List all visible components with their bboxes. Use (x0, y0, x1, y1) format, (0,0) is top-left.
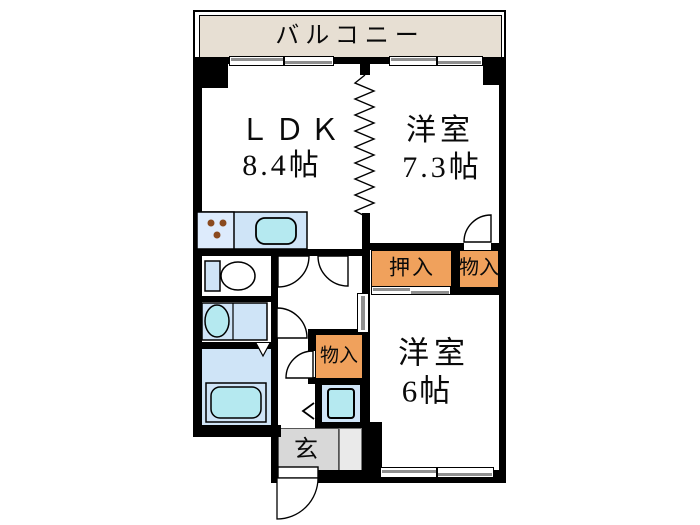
washer-door-arrow-icon (301, 402, 315, 420)
genkan-label: 玄 (294, 437, 318, 463)
wall-left (193, 57, 202, 437)
wall-oshiire-top-hinge (491, 243, 499, 250)
bathroom-floor (202, 349, 271, 425)
accordion-partition-icon (353, 74, 376, 217)
wall-kitchen (193, 249, 370, 256)
balcony-label: バルコニー (275, 23, 425, 49)
west6-size-label: 6帖 (401, 373, 453, 409)
wall-genkan-right-block (362, 422, 382, 472)
ldk-size-label: 8.4帖 (242, 149, 322, 182)
wall-oshiire-top (370, 243, 464, 250)
monoire-lower-door-leaf (309, 350, 316, 378)
monoire-upper-label: 物入 (459, 257, 499, 279)
wall-right (499, 57, 506, 481)
west6-room-label: 洋室 (398, 335, 470, 371)
entry-door-arc (276, 477, 319, 520)
washbasin-door-arc (276, 307, 308, 339)
west7-size-label: 7.3帖 (402, 151, 482, 184)
ldk-room-label: ＬＤＫ (239, 114, 345, 147)
monoire-lower-closet (316, 335, 362, 378)
ldk-door-arc (317, 255, 349, 287)
wall-toilet-washbasin (193, 296, 278, 302)
sliding-door-oshiire (371, 286, 451, 295)
wall-washbasin-bath (193, 342, 278, 349)
wall-closet-divider (452, 243, 459, 295)
washing-machine-icon (327, 388, 355, 419)
monoire-upper-closet (459, 250, 499, 288)
wall-oshiire-bottom (450, 287, 506, 295)
toilet-icon (204, 260, 256, 292)
toilet-door-arc (277, 255, 310, 288)
oshiire-label: 押入 (389, 255, 435, 280)
monoire-lower-label: 物入 (319, 345, 359, 367)
washbasin-icon (201, 302, 268, 341)
partition-stub-top (360, 57, 370, 75)
wall-bath-bottom (193, 425, 281, 437)
kitchen-counter-icon (196, 211, 308, 250)
monoire-upper-door-arc (463, 214, 492, 243)
window-balcony-ldk (229, 56, 334, 66)
wall-corridor-left (271, 249, 278, 483)
balcony-floor (199, 15, 502, 59)
west7-room-label: 洋室 (406, 114, 474, 147)
